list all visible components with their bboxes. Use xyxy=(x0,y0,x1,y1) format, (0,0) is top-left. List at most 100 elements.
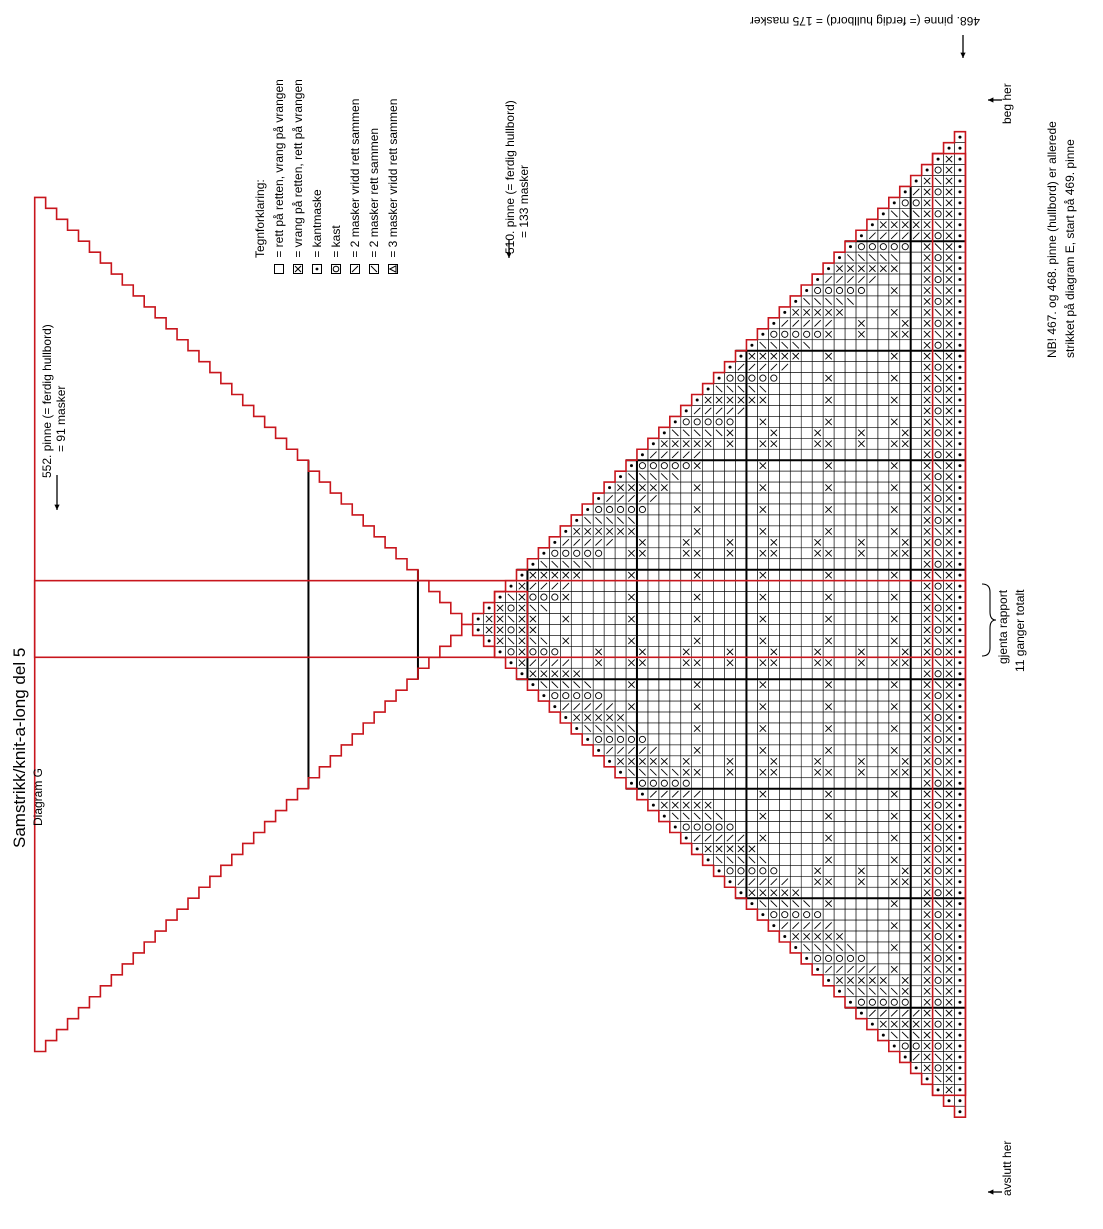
chart-cell xyxy=(779,668,790,679)
chart-cell xyxy=(933,887,944,898)
chart-cell xyxy=(648,646,659,657)
chart-cell xyxy=(878,712,889,723)
chart-cell xyxy=(900,526,911,537)
chart-cell xyxy=(856,942,867,953)
chart-cell xyxy=(856,931,867,942)
chart-cell xyxy=(582,581,593,592)
chart-cell xyxy=(703,756,714,767)
chart-cell xyxy=(790,395,801,406)
chart-cell xyxy=(823,285,834,296)
stitch-dot-mark xyxy=(958,333,961,336)
chart-cell xyxy=(790,362,801,373)
chart-cell xyxy=(845,285,856,296)
chart-cell xyxy=(834,559,845,570)
chart-cell xyxy=(845,876,856,887)
chart-cell xyxy=(867,624,878,635)
stitch-dot-mark xyxy=(958,836,961,839)
chart-cell xyxy=(933,186,944,197)
chart-cell xyxy=(845,460,856,471)
chart-cell xyxy=(692,537,703,548)
chart-cell xyxy=(670,679,681,690)
chart-cell xyxy=(911,1041,922,1052)
stitch-dot-mark xyxy=(871,1023,874,1026)
chart-cell xyxy=(900,592,911,603)
chart-cell xyxy=(714,471,725,482)
chart-cell xyxy=(703,679,714,690)
stitch-dot-mark xyxy=(958,990,961,993)
chart-cell xyxy=(768,854,779,865)
chart-cell xyxy=(856,482,867,493)
chart-cell xyxy=(867,384,878,395)
chart-cell xyxy=(801,701,812,712)
chart-cell xyxy=(823,865,834,876)
stitch-dot-mark xyxy=(597,497,600,500)
chart-cell xyxy=(670,723,681,734)
chart-cell xyxy=(856,526,867,537)
chart-cell xyxy=(845,362,856,373)
chart-cell xyxy=(823,449,834,460)
chart-cell xyxy=(878,624,889,635)
chart-cell xyxy=(911,285,922,296)
chart-cell xyxy=(714,723,725,734)
chart-cell xyxy=(900,843,911,854)
chart-cell xyxy=(790,843,801,854)
chart-cell xyxy=(834,384,845,395)
chart-cell xyxy=(834,614,845,625)
chart-cell xyxy=(746,723,757,734)
chart-cell xyxy=(812,603,823,614)
chart-cell xyxy=(801,548,812,559)
chart-cell xyxy=(812,789,823,800)
chart-cell xyxy=(867,241,878,252)
stitch-dot-mark xyxy=(729,880,732,883)
chart-cell xyxy=(571,635,582,646)
stitch-dot-mark xyxy=(958,377,961,380)
chart-cell xyxy=(736,778,747,789)
chart-cell xyxy=(900,833,911,844)
chart-cell xyxy=(779,854,790,865)
chart-cell xyxy=(845,482,856,493)
chart-cell xyxy=(823,909,834,920)
chart-cell xyxy=(779,646,790,657)
stitch-dot-mark xyxy=(958,563,961,566)
stitch-dot-mark xyxy=(575,727,578,730)
chart-cell xyxy=(736,592,747,603)
chart-cell xyxy=(889,340,900,351)
chart-cell xyxy=(823,515,834,526)
chart-cell xyxy=(933,581,944,592)
note-line-1: NB! 467. og 468. pinne (hullbord) er all… xyxy=(1045,121,1059,358)
chart-cell xyxy=(648,592,659,603)
chart-cell xyxy=(790,416,801,427)
chart-cell xyxy=(790,559,801,570)
chart-cell xyxy=(911,975,922,986)
chart-cell xyxy=(823,887,834,898)
chart-cell xyxy=(812,515,823,526)
chart-cell xyxy=(681,592,692,603)
chart-cell xyxy=(790,460,801,471)
chart-cell xyxy=(790,504,801,515)
chart-cell xyxy=(889,362,900,373)
legend-symbol-slash xyxy=(367,261,381,274)
chart-cell xyxy=(933,778,944,789)
chart-cell xyxy=(670,515,681,526)
stitch-dot-mark xyxy=(860,234,863,237)
chart-cell xyxy=(801,362,812,373)
chart-cell xyxy=(900,690,911,701)
chart-cell xyxy=(823,471,834,482)
chart-cell xyxy=(703,712,714,723)
chart-cell xyxy=(801,887,812,898)
chart-cell xyxy=(615,559,626,570)
chart-cell xyxy=(670,734,681,745)
chart-cell xyxy=(900,493,911,504)
chart-cell xyxy=(933,734,944,745)
chart-cell xyxy=(571,603,582,614)
chart-cell xyxy=(834,635,845,646)
chart-cell xyxy=(714,537,725,548)
chart-cell xyxy=(725,701,736,712)
stitch-dot-mark xyxy=(531,563,534,566)
chart-cell xyxy=(790,427,801,438)
chart-cell xyxy=(856,723,867,734)
stitch-dot-mark xyxy=(696,847,699,850)
chart-cell xyxy=(757,843,768,854)
diagram-subtitle: Diagram G xyxy=(31,768,45,826)
chart-cell xyxy=(878,876,889,887)
